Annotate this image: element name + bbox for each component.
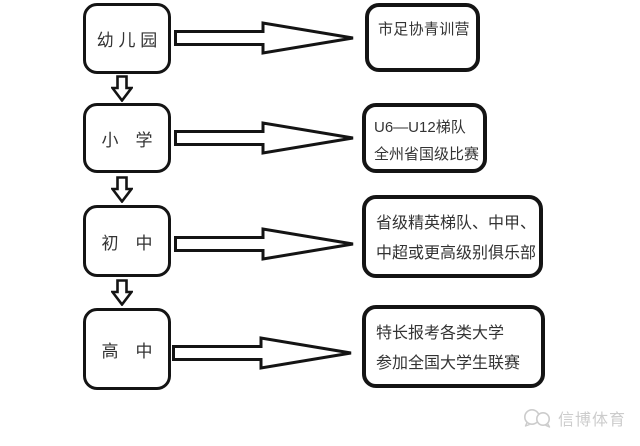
outcome-text: 特长报考各类大学 — [376, 325, 505, 342]
stage-box-senior-high: 高 中 — [83, 308, 171, 390]
outcome-text: 市足协青训营 — [378, 21, 470, 38]
outcome-text: 全州省国级比赛 — [374, 146, 480, 163]
outcome-box-senior-high: 特长报考各类大学 参加全国大学生联赛 — [362, 305, 545, 388]
outcome-box-junior-high: 省级精英梯队、中甲、 中超或更高级别俱乐部 — [362, 195, 543, 278]
down-arrow-icon — [111, 75, 133, 102]
watermark-text: 信博体育 — [557, 412, 626, 429]
down-arrow-icon — [111, 279, 133, 306]
stage-label-junior-high: 初 中 — [101, 233, 153, 253]
watermark: 信博体育 — [523, 406, 626, 430]
stage-label-kindergarten: 幼 儿 园 — [96, 31, 158, 50]
right-arrow-icon — [174, 21, 354, 55]
chat-bubbles-icon — [523, 408, 551, 428]
stage-box-kindergarten: 幼 儿 园 — [83, 3, 171, 74]
stage-box-junior-high: 初 中 — [83, 205, 171, 277]
right-arrow-icon — [174, 121, 354, 155]
down-arrow-icon — [111, 176, 133, 203]
stage-label-senior-high: 高 中 — [101, 341, 153, 361]
right-arrow-icon — [174, 227, 354, 261]
outcome-text: U6—U12梯队 — [374, 119, 466, 136]
stage-label-primary-school: 小 学 — [101, 130, 153, 150]
outcome-box-kindergarten: 市足协青训营 — [365, 3, 480, 72]
right-arrow-icon — [172, 336, 352, 370]
outcome-text: 中超或更高级别俱乐部 — [376, 245, 537, 262]
outcome-text: 参加全国大学生联赛 — [376, 355, 521, 372]
outcome-box-primary-school: U6—U12梯队 全州省国级比赛 — [362, 103, 487, 173]
stage-box-primary-school: 小 学 — [83, 103, 171, 173]
outcome-text: 省级精英梯队、中甲、 — [376, 215, 537, 232]
